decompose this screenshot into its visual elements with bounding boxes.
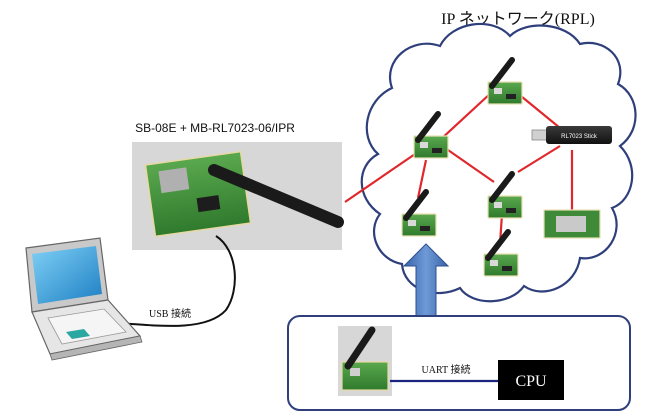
- link-mid-stick: [517, 145, 561, 173]
- radio-module: [543, 209, 601, 239]
- stick-label: RL7023 Stick: [561, 134, 598, 140]
- usb-stick: RL7023 Stick: [531, 126, 612, 144]
- gateway-board: [132, 142, 344, 250]
- cpu-block: [498, 360, 564, 400]
- usb-label: USB 接続: [149, 307, 191, 320]
- usb-cable: [105, 235, 236, 327]
- network-title: IP ネットワーク(RPL): [441, 10, 595, 28]
- mesh-links: [344, 91, 574, 245]
- cpu-label: CPU: [515, 373, 547, 390]
- device-node: [338, 326, 392, 396]
- link-node1-node2: [416, 159, 428, 199]
- uart-label: UART 接続: [422, 363, 471, 376]
- gateway-label: SB-08E + MB-RL7023-06/IPR: [135, 121, 295, 135]
- link-node1-top: [439, 91, 493, 141]
- link-node1-mid: [447, 149, 495, 183]
- link-gateway-node1: [344, 151, 419, 203]
- uplink-arrow: [402, 243, 450, 319]
- link-top-stick: [515, 91, 561, 129]
- laptop-icon: [25, 237, 143, 361]
